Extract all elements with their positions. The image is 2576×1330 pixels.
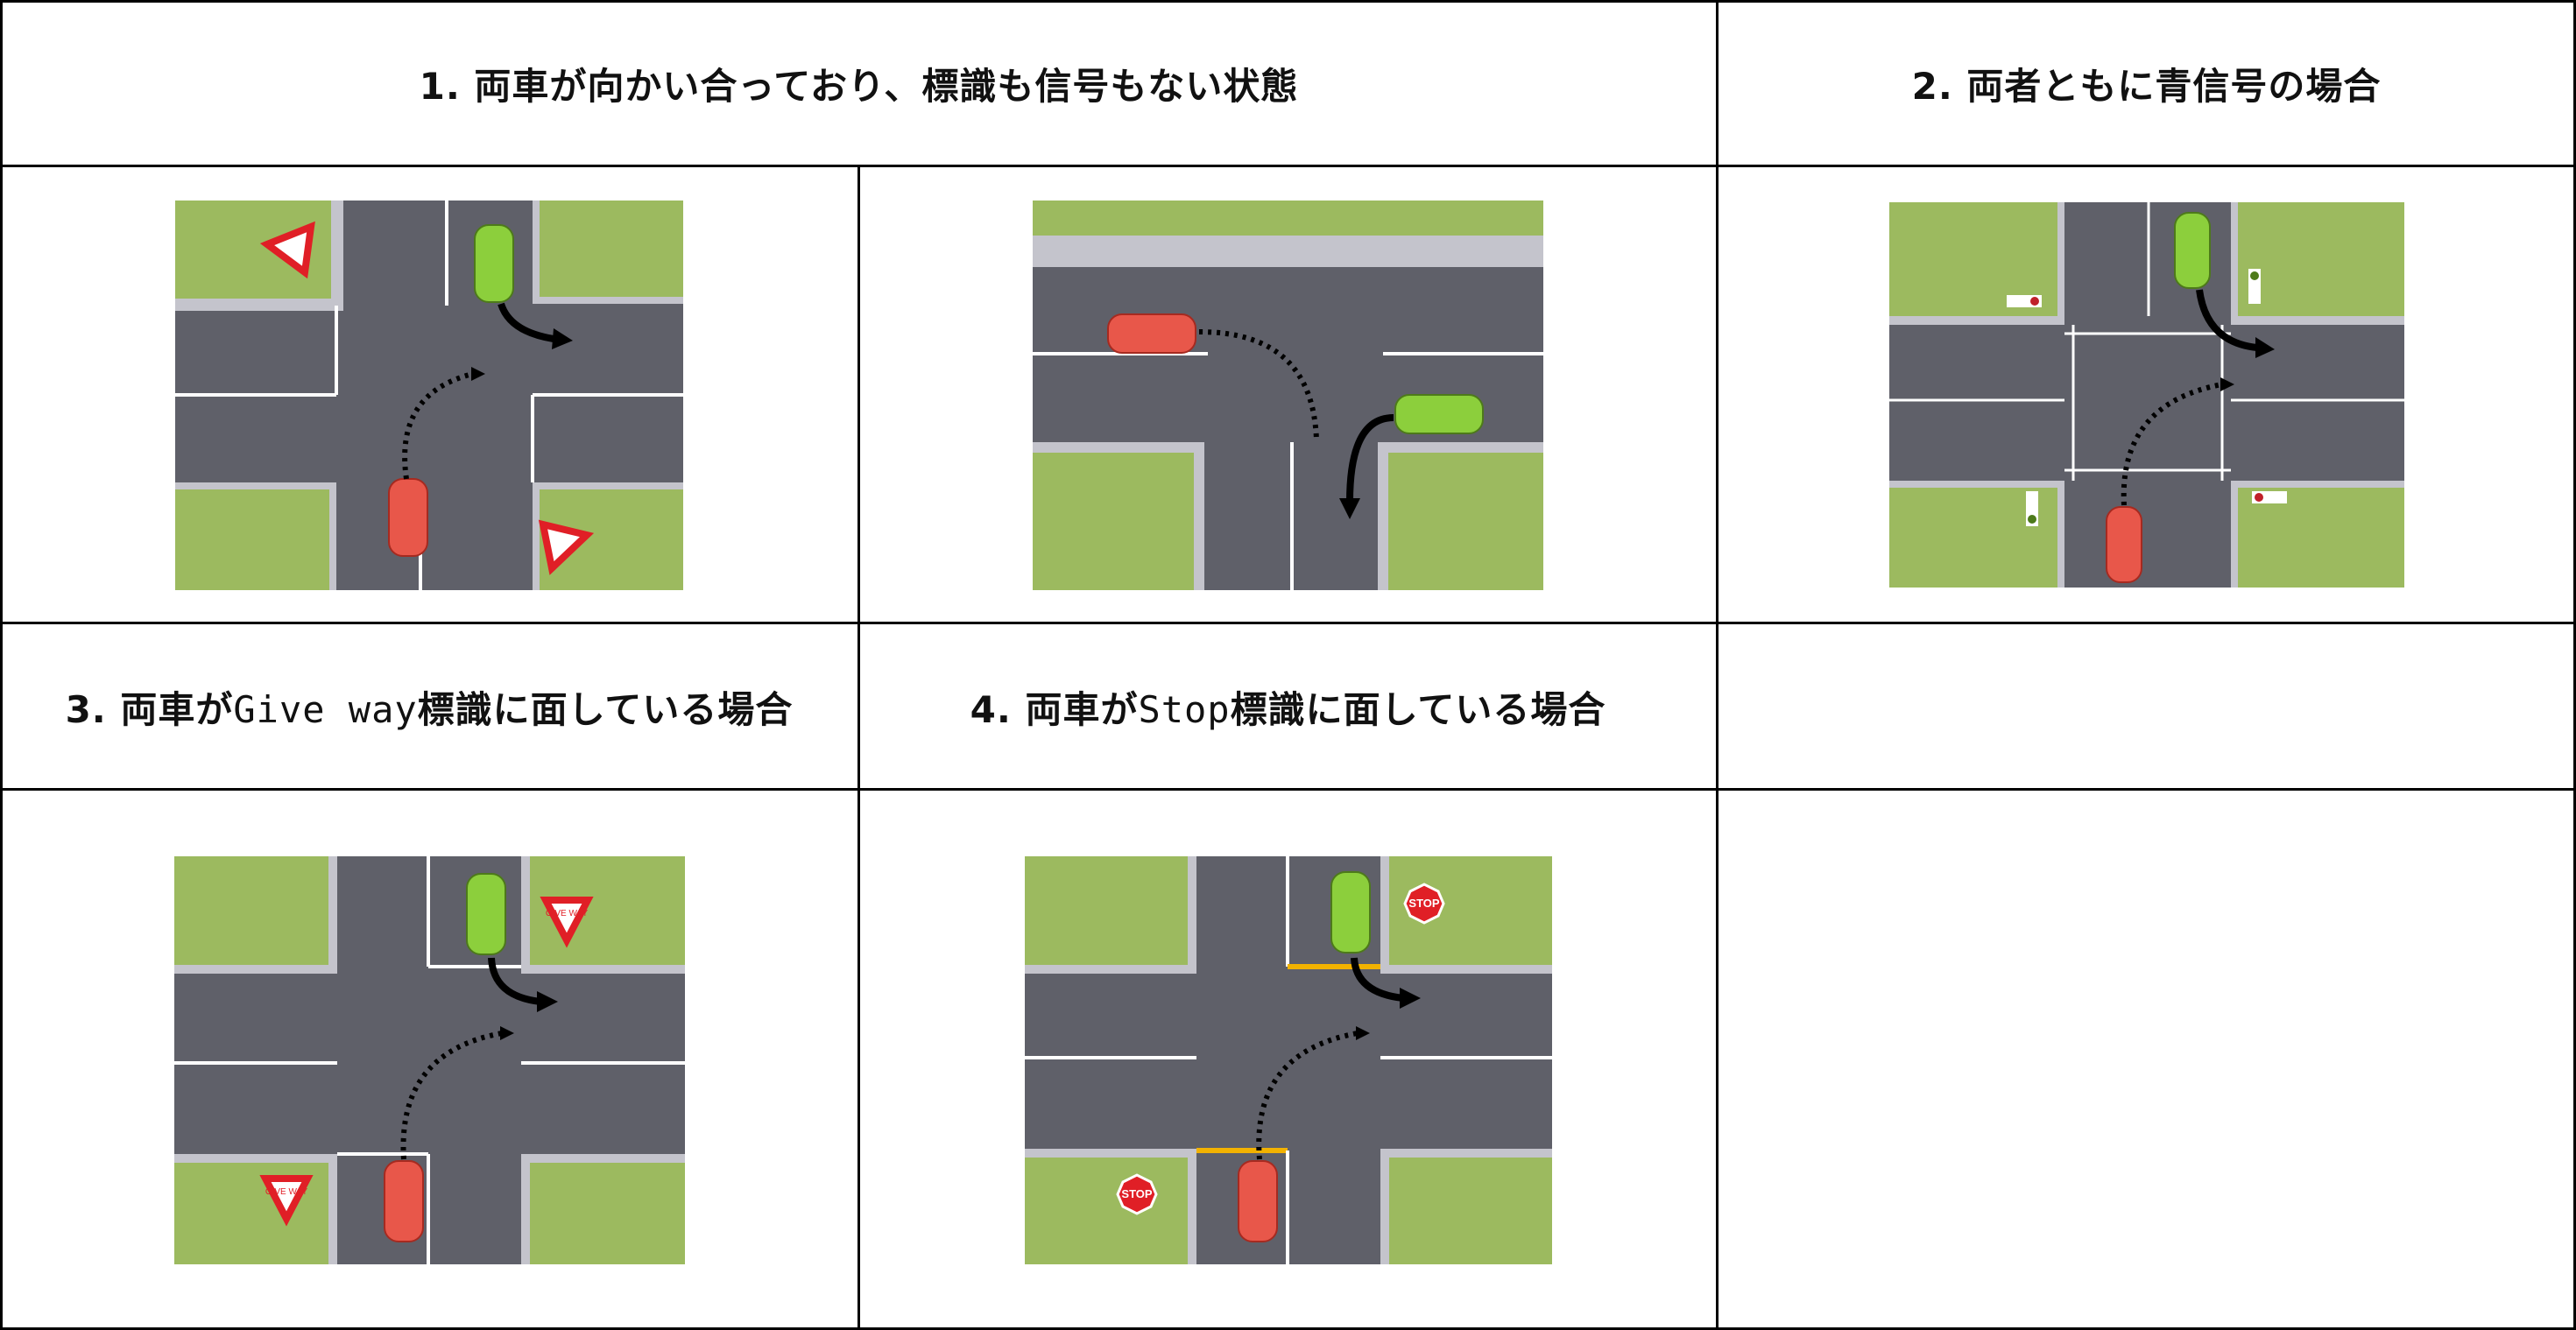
dotted-turn-arrow bbox=[2121, 382, 2223, 506]
give-way-sign-icon bbox=[538, 519, 595, 575]
row-divider bbox=[0, 165, 2576, 167]
green-car-icon bbox=[474, 223, 514, 303]
case3-title-sign-name: Give way bbox=[233, 687, 418, 731]
stop-sign-icon: STOP bbox=[1402, 882, 1445, 925]
turn-arrow bbox=[1350, 957, 1403, 1002]
row-divider bbox=[0, 622, 2576, 624]
green-car-icon bbox=[1394, 393, 1484, 434]
case4-header-cell: 4. 両車がStop標識に面している場合 bbox=[860, 625, 1716, 788]
stop-sign-text: STOP bbox=[1121, 1187, 1152, 1200]
give-way-sign-text: GIVE WAY bbox=[545, 909, 588, 918]
empty-header-cell bbox=[1719, 625, 2574, 788]
table-border-bottom bbox=[0, 1327, 2576, 1330]
give-way-sign-icon: GIVE WAY bbox=[258, 1174, 314, 1227]
case4-title-suffix: 標識に面している場合 bbox=[1230, 687, 1606, 731]
intersection-diagram-case1a bbox=[175, 200, 683, 590]
case3-title-suffix: 標識に面している場合 bbox=[417, 687, 794, 731]
turn-arrow bbox=[1346, 413, 1394, 502]
turn-arrow bbox=[487, 957, 541, 1005]
give-way-sign-text: GIVE WAY bbox=[265, 1187, 307, 1197]
case4-title-sign-name: Stop bbox=[1138, 687, 1231, 731]
dotted-turn-arrow bbox=[402, 370, 474, 479]
green-car-icon bbox=[1330, 870, 1371, 954]
case3-header-cell: 3. 両車がGive way標識に面している場合 bbox=[2, 625, 857, 788]
case3-diagram-cell: GIVE WAY GIVE WAY bbox=[2, 792, 857, 1328]
grass-corner bbox=[1024, 855, 1188, 965]
give-way-sign-icon bbox=[259, 221, 315, 278]
red-car-icon bbox=[1237, 1159, 1278, 1242]
case3-title-prefix: 3. 両車が bbox=[65, 687, 234, 731]
case4-title: 4. 両車がStop標識に面している場合 bbox=[970, 680, 1606, 734]
red-car-icon bbox=[1107, 313, 1196, 354]
case4-title-prefix: 4. 両車が bbox=[970, 687, 1139, 731]
empty-diagram-cell bbox=[1719, 792, 2574, 1328]
stop-intersection-diagram-case4: STOP STOP bbox=[1024, 855, 1552, 1264]
row-divider bbox=[0, 788, 2576, 791]
grass-strip bbox=[1033, 200, 1543, 239]
stop-sign-text: STOP bbox=[1408, 897, 1439, 910]
red-car-icon bbox=[2105, 506, 2142, 583]
turn-arrow bbox=[498, 302, 554, 342]
red-car-icon bbox=[383, 1159, 424, 1242]
green-car-icon bbox=[465, 872, 506, 955]
case2-diagram-cell bbox=[1719, 168, 2574, 622]
curb bbox=[175, 200, 343, 311]
dotted-turn-arrow bbox=[1255, 1030, 1359, 1159]
case4-diagram-cell: STOP STOP bbox=[860, 792, 1716, 1328]
case2-title: 2. 両者ともに青信号の場合 bbox=[1911, 64, 2382, 108]
case1-diagram-a-cell bbox=[2, 168, 857, 622]
table-border-right bbox=[2573, 0, 2576, 1330]
case2-header-cell: 2. 両者ともに青信号の場合 bbox=[1719, 2, 2574, 165]
case3-title: 3. 両車がGive way標識に面している場合 bbox=[66, 680, 794, 734]
case1-header-cell: 1. 両車が向かい合っており、標識も信号もない状態 bbox=[2, 2, 1716, 165]
grass-corner bbox=[173, 855, 328, 965]
column-divider bbox=[1716, 0, 1719, 1330]
turn-arrow bbox=[2195, 289, 2257, 351]
dotted-turn-arrow bbox=[400, 1030, 503, 1159]
signalized-intersection-diagram-case2 bbox=[1888, 202, 2404, 588]
column-divider bbox=[857, 165, 860, 1330]
green-car-icon bbox=[2173, 212, 2211, 289]
red-car-icon bbox=[388, 477, 428, 557]
give-way-sign-icon: GIVE WAY bbox=[539, 896, 594, 948]
case1-title: 1. 両車が向かい合っており、標識も信号もない状態 bbox=[419, 64, 1299, 108]
table-border-top bbox=[0, 0, 2576, 3]
stop-sign-icon: STOP bbox=[1115, 1172, 1158, 1215]
t-intersection-diagram-case1b bbox=[1033, 200, 1543, 590]
case1-diagram-b-cell bbox=[860, 168, 1716, 622]
dotted-turn-arrow bbox=[1198, 328, 1319, 440]
give-way-intersection-diagram-case3: GIVE WAY GIVE WAY bbox=[173, 855, 685, 1264]
table-border-left bbox=[0, 0, 3, 1330]
